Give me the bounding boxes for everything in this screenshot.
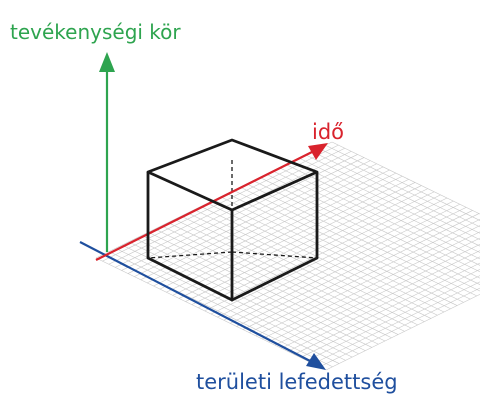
grid-line [313, 248, 480, 364]
grid-line [227, 194, 457, 306]
vertical-axis-arrowhead [99, 52, 115, 72]
grid-line [247, 184, 477, 296]
grid-line [214, 200, 444, 312]
cube-hidden-edge-right [232, 252, 317, 258]
grid-line [221, 197, 451, 309]
cube-hidden-edge-left [148, 252, 232, 258]
vertical-axis [99, 52, 115, 252]
time-axis-line [96, 150, 316, 260]
horizontal-axis-line [80, 242, 312, 362]
cube-edge-bottom-left [148, 258, 232, 300]
horizontal-axis-label: területi lefedettség [196, 372, 398, 393]
horizontal-axis [80, 242, 326, 370]
grid-line [260, 177, 480, 289]
time-axis-label: idő [312, 122, 344, 143]
grid-line [240, 187, 470, 299]
grid-line [234, 190, 464, 302]
vertical-axis-label: tevékenységi kör [10, 22, 181, 42]
